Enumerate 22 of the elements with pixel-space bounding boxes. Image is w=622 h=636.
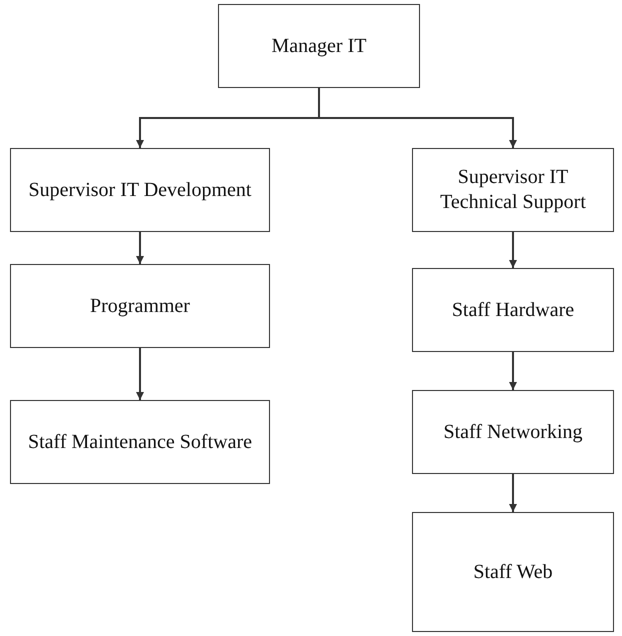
position-box xyxy=(412,390,614,474)
position-box xyxy=(412,512,614,632)
position-title: Staff Hardware xyxy=(452,298,574,322)
position-title: Staff Web xyxy=(473,560,553,584)
position-title: Staff Maintenance Software xyxy=(28,430,252,454)
arrow xyxy=(509,474,517,512)
position-title: Supervisor IT Technical Support xyxy=(439,165,587,215)
arrow xyxy=(136,232,144,264)
position-box xyxy=(10,264,270,348)
position-box xyxy=(412,148,614,232)
position-box xyxy=(10,400,270,484)
position-box xyxy=(218,4,420,88)
position-title: Staff Networking xyxy=(443,420,583,444)
arrow xyxy=(509,352,517,390)
arrow xyxy=(318,88,517,148)
arrow xyxy=(509,232,517,268)
arrow xyxy=(136,348,144,400)
position-title: Supervisor IT Development xyxy=(28,178,252,202)
position-title: Manager IT xyxy=(272,34,366,58)
position-box xyxy=(10,148,270,232)
position-box xyxy=(412,268,614,352)
position-title: Programmer xyxy=(90,294,190,318)
